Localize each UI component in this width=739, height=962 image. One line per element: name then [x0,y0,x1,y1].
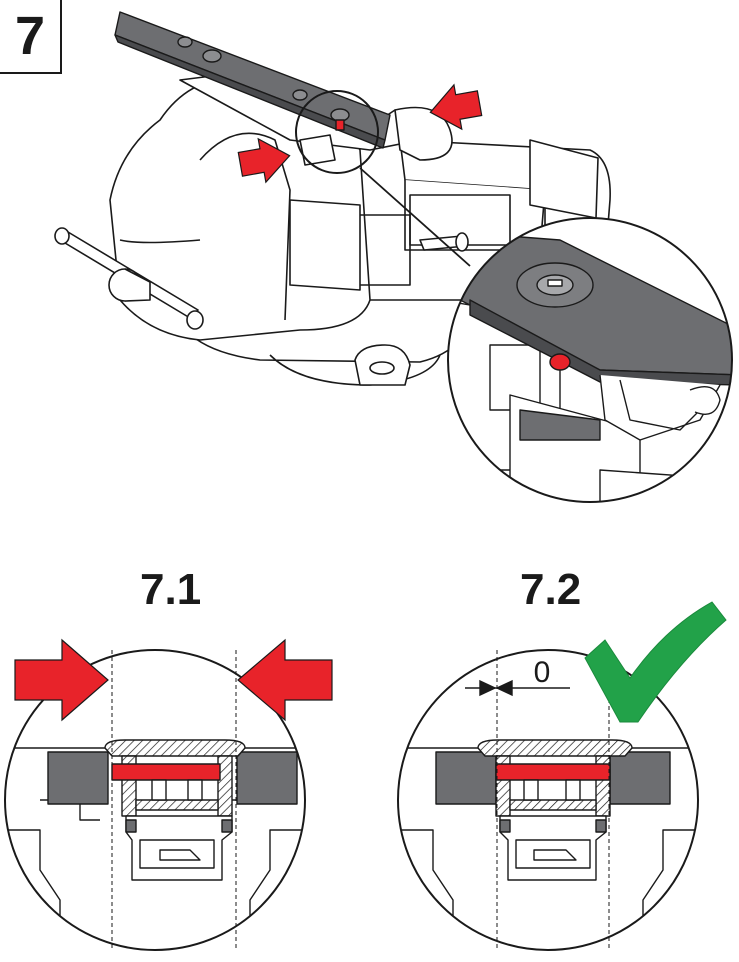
arrow-left-icon [429,83,483,131]
sash-bar-part [114,11,391,149]
cross-section-7-1 [4,649,306,951]
check-icon [584,601,727,723]
cross-section-7-2 [397,649,699,951]
substep-label-7-1: 7.1 [140,565,202,614]
arrow-left-icon [237,638,333,722]
zoom-detail [447,217,733,503]
gap-value: 0 [534,656,551,689]
step-number-box: 7 [0,0,62,74]
detail-focus-circle [295,90,379,174]
gap-dimension [465,679,570,697]
substep-label-7-2: 7.2 [520,565,582,614]
arrow-right-icon [14,638,109,722]
step-number: 7 [14,6,46,66]
arrow-right-icon [237,137,291,184]
